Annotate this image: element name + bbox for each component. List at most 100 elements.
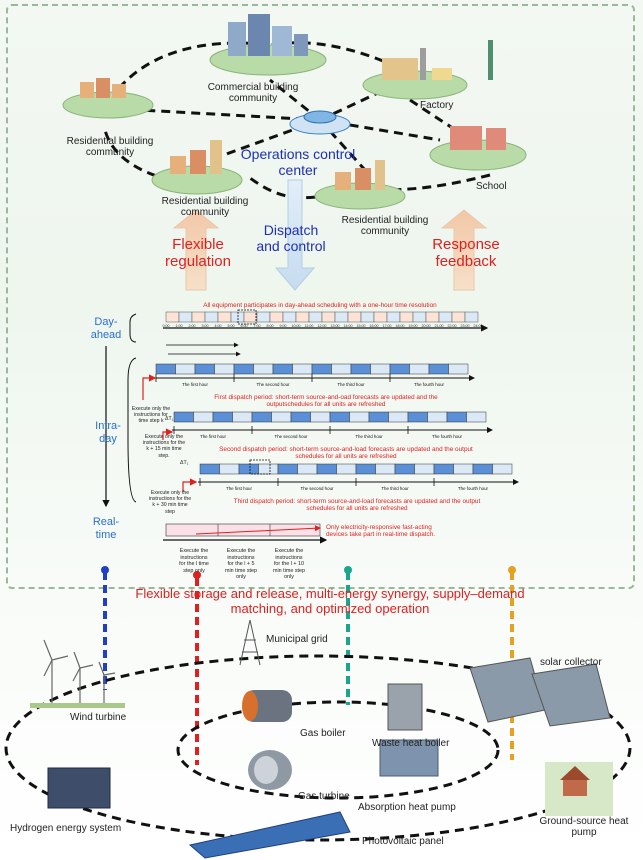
day-ahead-cell: [217, 311, 232, 323]
solar-collector-label: solar collector: [540, 657, 602, 668]
day-ahead-cell: [464, 311, 479, 323]
intra-day-cell: [368, 411, 389, 423]
intra-day-cell: [336, 463, 357, 475]
intra-day-cell: [407, 411, 428, 423]
asset-graphics: [30, 619, 613, 859]
intra-day-cell: [199, 463, 220, 475]
intra-day-cell: [370, 363, 391, 375]
day-tick-label: 1:00: [176, 324, 183, 328]
intra-day-cell: [272, 363, 293, 375]
intra-day-cell: [271, 411, 292, 423]
day-tick-label: 9:00: [280, 324, 287, 328]
hour-label: The third hour: [355, 434, 383, 439]
day-ahead-label: Day- ahead: [90, 316, 122, 341]
intra-day-cell: [310, 411, 331, 423]
intra-day-cell: [258, 463, 279, 475]
intra-day-cell: [251, 411, 272, 423]
intra-day-cell: [311, 363, 332, 375]
hour-label: The fourth hour: [414, 382, 445, 387]
synergy-statement: Flexible storage and release, multi-ener…: [135, 586, 525, 616]
intra-day-cell: [219, 463, 240, 475]
day-ahead-cell: [399, 311, 414, 323]
day-ahead-cell: [230, 311, 245, 323]
day-tick-label: 23:00: [461, 324, 470, 328]
intra-day-cell: [389, 363, 410, 375]
residential-right-label: Residential building community: [341, 215, 429, 237]
hour-label: The first hour: [182, 382, 208, 387]
intra-day-cell: [277, 463, 298, 475]
day-ahead-cell: [178, 311, 193, 323]
intra-day-cell: [194, 363, 215, 375]
intra-day-cell: [331, 363, 352, 375]
intra-day-cell: [238, 463, 259, 475]
day-ahead-cell: [438, 311, 453, 323]
day-tick-label: 20:00: [422, 324, 431, 328]
intra-day-cell: [414, 463, 435, 475]
intra-day-cell: [155, 363, 176, 375]
intra-day-cell: [394, 463, 415, 475]
intra-day-cell: [214, 363, 235, 375]
hour-label: The third hour: [337, 382, 365, 387]
intra-day-label: Intra- day: [95, 420, 121, 445]
response-feedback-arrow: [440, 209, 488, 291]
hour-label: The fourth hour: [458, 486, 489, 491]
intra-day-cell: [292, 363, 313, 375]
day-tick-label: 2:00: [189, 324, 196, 328]
day-ahead-cell: [425, 311, 440, 323]
hour-label: The second hour: [275, 434, 308, 439]
residential-left-label: Residential building community: [66, 136, 154, 158]
exec-k15-note: Execute only the instructions for the k …: [142, 434, 186, 459]
day-tick-label: 6:00: [241, 324, 248, 328]
gas-boiler-label: Gas boiler: [300, 728, 346, 739]
delta-t-label-2: ΔT₁: [180, 460, 189, 466]
intra-day-cell: [232, 411, 253, 423]
day-tick-label: 7:00: [254, 324, 261, 328]
municipal-grid-label: Municipal grid: [266, 634, 328, 645]
gas-turbine-label: Gas turbine: [298, 791, 350, 802]
intra-day-cell: [433, 463, 454, 475]
waste-heat-boiler-label: Waste heat boiler: [372, 738, 450, 749]
intra-day-cell: [446, 411, 467, 423]
intra-day-cell: [472, 463, 493, 475]
flexible-regulation-label: Flexible regulation: [165, 236, 231, 270]
exec-k30-note: Execute only the instructions for the k …: [148, 490, 192, 515]
day-ahead-cell: [334, 311, 349, 323]
intra-day-cell: [355, 463, 376, 475]
day-tick-label: 15:00: [357, 324, 366, 328]
day-tick-label: 11:00: [305, 324, 314, 328]
day-tick-label: 13:00: [331, 324, 340, 328]
day-ahead-cell: [269, 311, 284, 323]
wind-turbine-label: Wind turbine: [70, 712, 127, 723]
intra-day-cell: [453, 463, 474, 475]
factory-label: Factory: [420, 100, 454, 111]
day-ahead-cell: [373, 311, 388, 323]
absorption-heat-pump-label: Absorption heat pump: [358, 802, 456, 813]
day-ahead-cell: [204, 311, 219, 323]
day-ahead-cell: [360, 311, 375, 323]
intra-day-cell: [492, 463, 513, 475]
dispatch-arrow: [274, 179, 316, 291]
day-ahead-cell: [412, 311, 427, 323]
residential-mid-label: Residential building community: [161, 196, 249, 218]
day-tick-label: 8:00: [267, 324, 274, 328]
day-ahead-cell: [347, 311, 362, 323]
day-tick-label: 22:00: [448, 324, 457, 328]
energy-ring: [4, 654, 632, 842]
day-tick-label: 24:00: [474, 324, 483, 328]
intra-day-cell: [316, 463, 337, 475]
commercial-community-label: Commercial building community: [207, 82, 299, 104]
intra-day-cell: [409, 363, 430, 375]
hour-label: The second hour: [257, 382, 290, 387]
ground-source-label: Ground-source heat pump: [539, 816, 629, 838]
intra-day-cell: [290, 411, 311, 423]
day-ahead-cell: [451, 311, 466, 323]
hour-label: The second hour: [301, 486, 334, 491]
day-tick-label: 19:00: [409, 324, 418, 328]
delta-t-label: ΔT₁: [165, 416, 174, 422]
intra-day-cell: [329, 411, 350, 423]
dispatch-and-control-label: Dispatch and control: [256, 222, 326, 254]
